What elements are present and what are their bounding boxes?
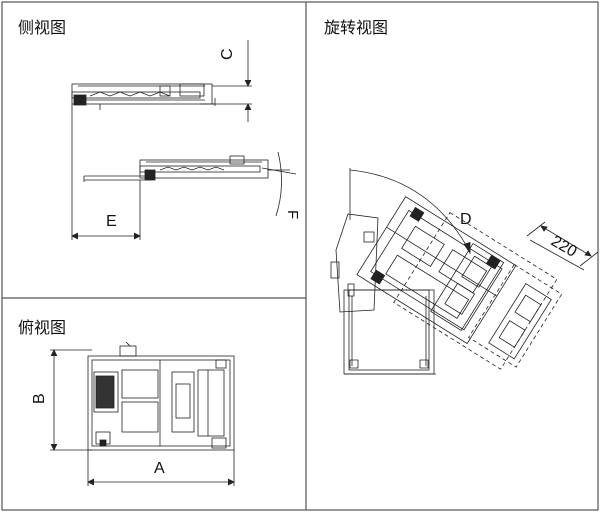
rotation-view-side-plate (330, 213, 379, 313)
side-view-title: 侧视图 (18, 18, 67, 37)
label-f: F (284, 210, 301, 219)
rotation-view-title: 旋转视图 (324, 18, 389, 37)
label-d: D (460, 211, 472, 228)
top-view-unit (87, 341, 235, 451)
top-view-drawing (50, 341, 235, 486)
rotation-view-drawing (330, 168, 599, 375)
rotation-view-dimension-220 (526, 221, 599, 271)
label-a: A (154, 460, 165, 477)
rotation-view-carriage (430, 242, 552, 360)
side-view-dimension-f (261, 151, 297, 217)
label-220: 220 (548, 233, 580, 261)
top-view-title: 俯视图 (18, 318, 67, 337)
rotation-view-frame (356, 196, 517, 345)
label-b: B (31, 393, 48, 404)
rotation-view-mast (343, 289, 436, 375)
label-e: E (106, 213, 117, 230)
side-view-extended-unit (83, 155, 290, 182)
side-view-dimension-c (212, 40, 252, 122)
top-view-dimension-a (87, 450, 235, 486)
side-view-drawing (71, 40, 297, 240)
rotation-view-dimension-d (349, 168, 471, 255)
top-view-dimension-b (50, 349, 92, 451)
side-view-dimension-e (71, 112, 141, 240)
side-view-retracted-unit (71, 83, 216, 112)
rotation-view-extended-carriage (393, 211, 563, 370)
label-c: C (219, 48, 236, 60)
